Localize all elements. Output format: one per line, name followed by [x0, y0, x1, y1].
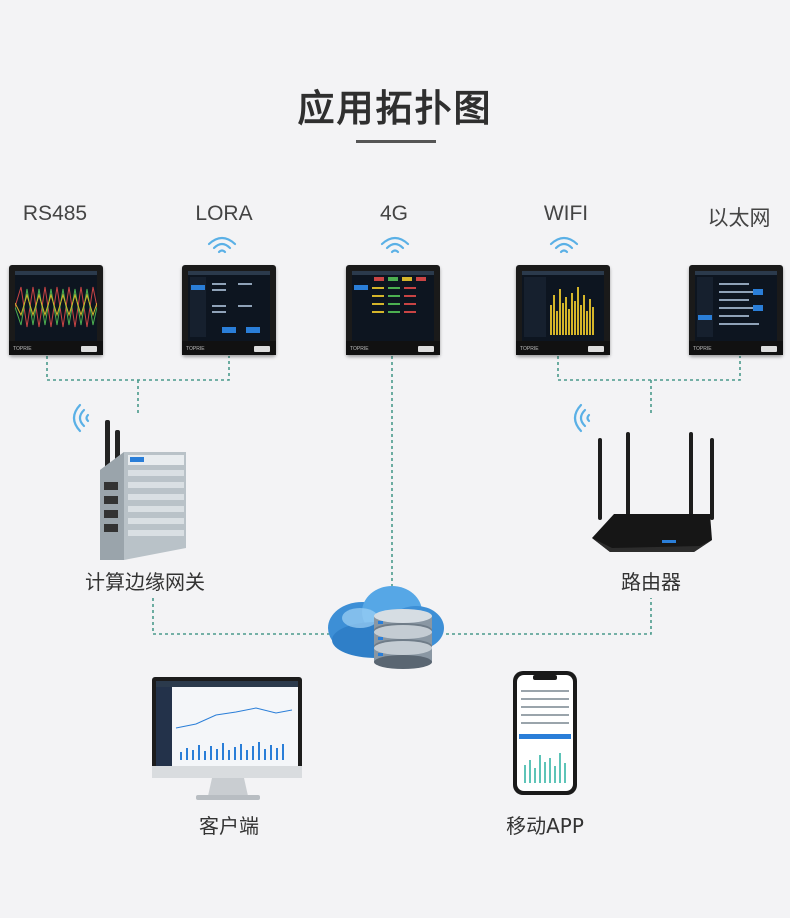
gateway-label: 计算边缘网关 — [85, 570, 205, 594]
mobile-phone-image — [513, 671, 577, 795]
client-monitor-image — [152, 677, 302, 800]
device-button — [254, 346, 270, 352]
device-bezel — [182, 341, 276, 355]
device-button — [81, 346, 97, 352]
wifi-icon-router — [573, 403, 591, 433]
device-brand-label: TOPRIE — [13, 346, 32, 352]
device-screen — [188, 271, 270, 343]
device-brand-label: TOPRIE — [350, 346, 369, 352]
device-lora: TOPRIE — [182, 265, 276, 355]
device-rs485: TOPRIE — [9, 265, 103, 355]
mobile-app-label: 移动APP — [506, 814, 584, 838]
protocol-label-rs485: RS485 — [22, 202, 88, 225]
wifi-icon-lora — [207, 236, 237, 254]
device-screen — [352, 271, 434, 343]
device-ethernet: TOPRIE — [689, 265, 783, 355]
router-image — [592, 432, 714, 552]
device-button — [761, 346, 777, 352]
edge-gateway-image — [100, 420, 186, 560]
device-bezel — [689, 341, 783, 355]
connector-rs485-lora — [46, 356, 230, 381]
device-4g: TOPRIE — [346, 265, 440, 355]
protocol-label-4g: 4G — [379, 202, 408, 225]
protocol-label-lora: LORA — [195, 202, 253, 225]
device-bezel — [9, 341, 103, 355]
device-bezel — [516, 341, 610, 355]
device-button — [588, 346, 604, 352]
wifi-icon-4g — [380, 236, 410, 254]
title-underline — [356, 140, 436, 143]
page-title: 应用拓扑图 — [297, 87, 493, 130]
protocol-label-wifi: WIFI — [543, 202, 589, 225]
device-screen — [15, 271, 97, 343]
device-wifi: TOPRIE — [516, 265, 610, 355]
device-screen — [695, 271, 777, 343]
connector-gateway-cloud — [152, 598, 333, 635]
wifi-icon-wifi — [549, 236, 579, 254]
client-label: 客户端 — [199, 814, 259, 838]
wifi-icons — [72, 236, 591, 433]
router-label: 路由器 — [621, 570, 681, 594]
device-button — [418, 346, 434, 352]
connector-wifi-ethernet — [557, 356, 741, 381]
protocol-label-ethernet: 以太网 — [707, 207, 771, 230]
cloud-server-image — [328, 586, 444, 669]
device-brand-label: TOPRIE — [186, 346, 205, 352]
device-bezel — [346, 341, 440, 355]
connector-cloud-router — [446, 598, 652, 635]
dashed-connectors — [46, 356, 741, 635]
device-brand-label: TOPRIE — [520, 346, 539, 352]
device-brand-label: TOPRIE — [693, 346, 712, 352]
wifi-icon-gateway — [72, 403, 90, 433]
device-screen — [522, 271, 604, 343]
